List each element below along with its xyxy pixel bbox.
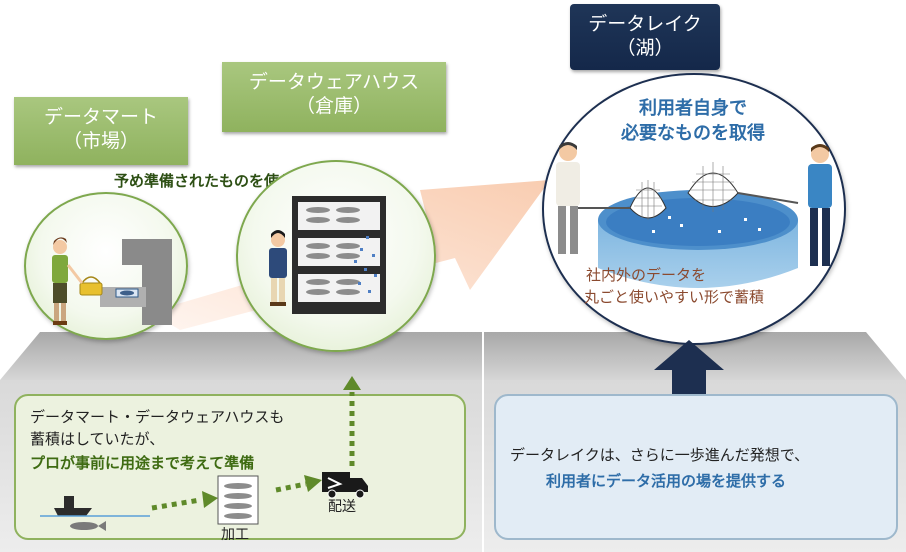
data-warehouse-subtitle: （倉庫）: [295, 95, 372, 117]
left-box-line3: プロが事前に用途まで考えて準備: [30, 454, 255, 472]
right-explanation-box: [494, 394, 898, 540]
left-box-line2: 蓄積はしていたが、: [30, 430, 165, 448]
user-self-caption: 利用者自身で 必要なものを取得: [600, 96, 786, 146]
lake-note-line2: 丸ごと使いやすい形で蓄積: [584, 288, 765, 306]
data-warehouse-label: データウェアハウス （倉庫）: [222, 62, 446, 132]
prepared-use-caption: 予め準備されたものを使う: [114, 172, 295, 190]
data-mart-title: データマート: [43, 106, 158, 128]
delivery-label: 配送: [328, 499, 356, 515]
up-arrow: [654, 340, 724, 406]
market-scene-illustration: [52, 237, 172, 325]
data-lake-subtitle: （湖）: [616, 37, 674, 59]
process-label: 加工: [221, 527, 249, 543]
lake-note-line1: 社内外のデータを: [586, 266, 707, 284]
user-self-line1: 利用者自身で: [639, 98, 747, 119]
warehouse-scene-illustration: [269, 196, 386, 314]
user-self-line2: 必要なものを取得: [621, 123, 765, 144]
data-mart-label: データマート （市場）: [14, 97, 188, 165]
lake-scene-illustration: [556, 142, 832, 288]
lake-note-caption: 社内外のデータを 丸ごと使いやすい形で蓄積: [584, 264, 764, 308]
supply-chain-illustration: [40, 376, 368, 531]
right-box-line1: データレイクは、さらに一歩進んだ発想で、: [510, 446, 810, 464]
data-warehouse-title: データウェアハウス: [248, 71, 420, 93]
data-lake-label: データレイク （湖）: [570, 4, 720, 70]
right-box-line2: 利用者にデータ活用の場を提供する: [546, 472, 787, 490]
data-lake-title: データレイク: [588, 13, 702, 35]
data-mart-subtitle: （市場）: [62, 130, 139, 152]
left-box-line1: データマート・データウェアハウスも: [30, 408, 285, 426]
